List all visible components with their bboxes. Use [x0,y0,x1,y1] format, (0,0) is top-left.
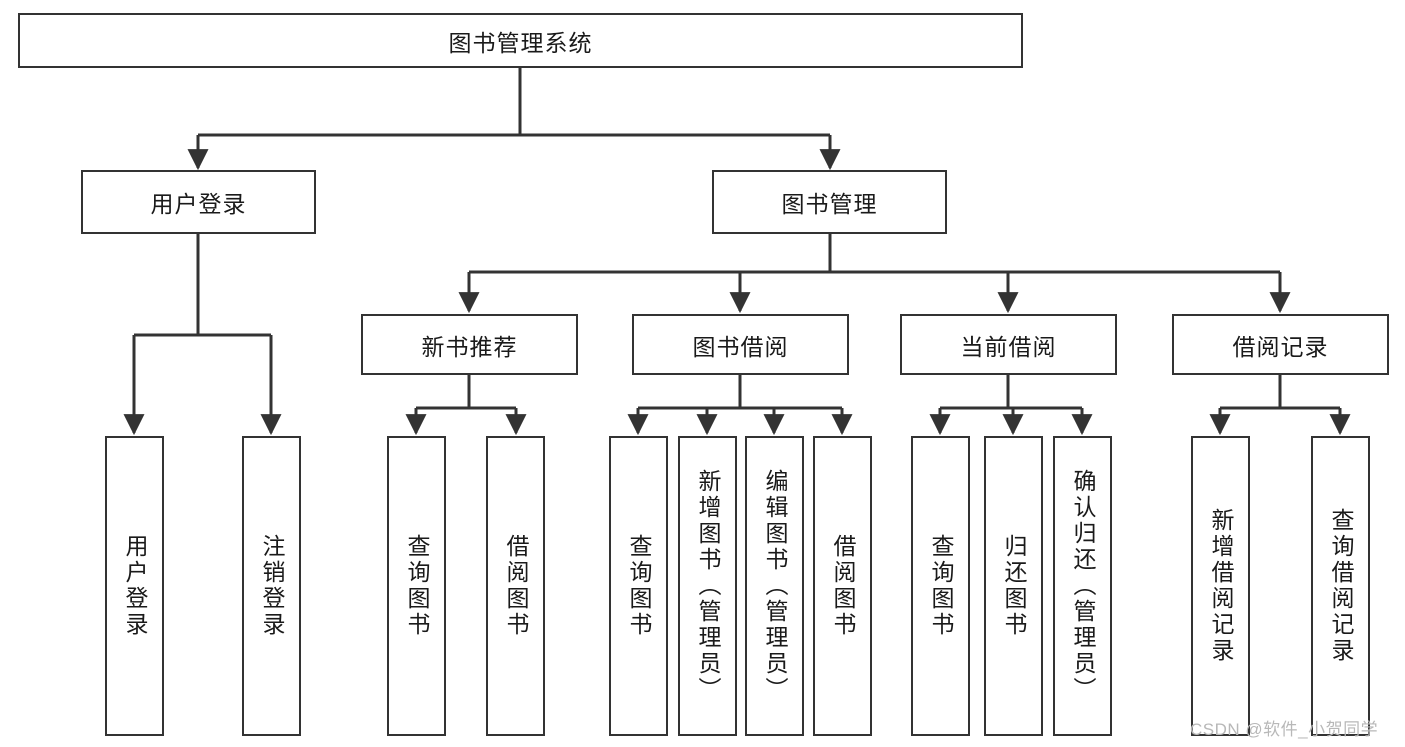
node-label: 编辑图书（管理员） [762,469,788,703]
node-leaf-2-查询图书[interactable]: 查询图书 [387,436,446,736]
node-label: 新增图书（管理员） [695,469,721,703]
node-label: 当前借阅 [960,333,1057,360]
node-label: 图书管理系统 [448,29,593,56]
node-leaf-4-查询图书[interactable]: 查询图书 [609,436,668,736]
node-label: 归还图书 [1001,534,1027,638]
node-label: 注销登录 [259,534,285,638]
node-label: 借阅记录 [1232,333,1329,360]
node-label: 借阅图书 [503,534,529,638]
node-label: 借阅图书 [830,534,856,638]
node-label: 查询图书 [928,534,954,638]
node-label: 确认归还（管理员） [1070,469,1096,703]
node-leaf-5-新增图书管理员[interactable]: 新增图书（管理员） [678,436,737,736]
node-label: 查询借阅记录 [1328,508,1354,664]
node-leaf-3-借阅图书[interactable]: 借阅图书 [486,436,545,736]
node-label: 图书借阅 [692,333,789,360]
node-leaf-7-借阅图书[interactable]: 借阅图书 [813,436,872,736]
node-leaf-9-归还图书[interactable]: 归还图书 [984,436,1043,736]
node-label: 用户登录 [150,191,247,217]
node-leaf-6-编辑图书管理员[interactable]: 编辑图书（管理员） [745,436,804,736]
node-label: 用户登录 [122,534,148,638]
node-level2-0-用户登录[interactable]: 用户登录 [81,170,316,234]
node-leaf-1-注销登录[interactable]: 注销登录 [242,436,301,736]
node-leaf-11-新增借阅记录[interactable]: 新增借阅记录 [1191,436,1250,736]
node-level3-2-当前借阅[interactable]: 当前借阅 [900,314,1117,375]
node-root-book-management-system[interactable]: 图书管理系统 [18,13,1023,68]
node-leaf-8-查询图书[interactable]: 查询图书 [911,436,970,736]
node-level2-1-图书管理[interactable]: 图书管理 [712,170,947,234]
node-leaf-12-查询借阅记录[interactable]: 查询借阅记录 [1311,436,1370,736]
node-label: 查询图书 [626,534,652,638]
node-level3-1-图书借阅[interactable]: 图书借阅 [632,314,849,375]
node-label: 新书推荐 [421,333,518,360]
csdn-watermark: CSDN @软件_小贺同学 [1190,720,1379,739]
node-leaf-10-确认归还管理员[interactable]: 确认归还（管理员） [1053,436,1112,736]
node-label: 查询图书 [404,534,430,638]
node-leaf-0-用户登录[interactable]: 用户登录 [105,436,164,736]
node-level3-0-新书推荐[interactable]: 新书推荐 [361,314,578,375]
node-label: 图书管理 [781,191,878,217]
node-level3-3-借阅记录[interactable]: 借阅记录 [1172,314,1389,375]
node-label: 新增借阅记录 [1208,508,1234,664]
